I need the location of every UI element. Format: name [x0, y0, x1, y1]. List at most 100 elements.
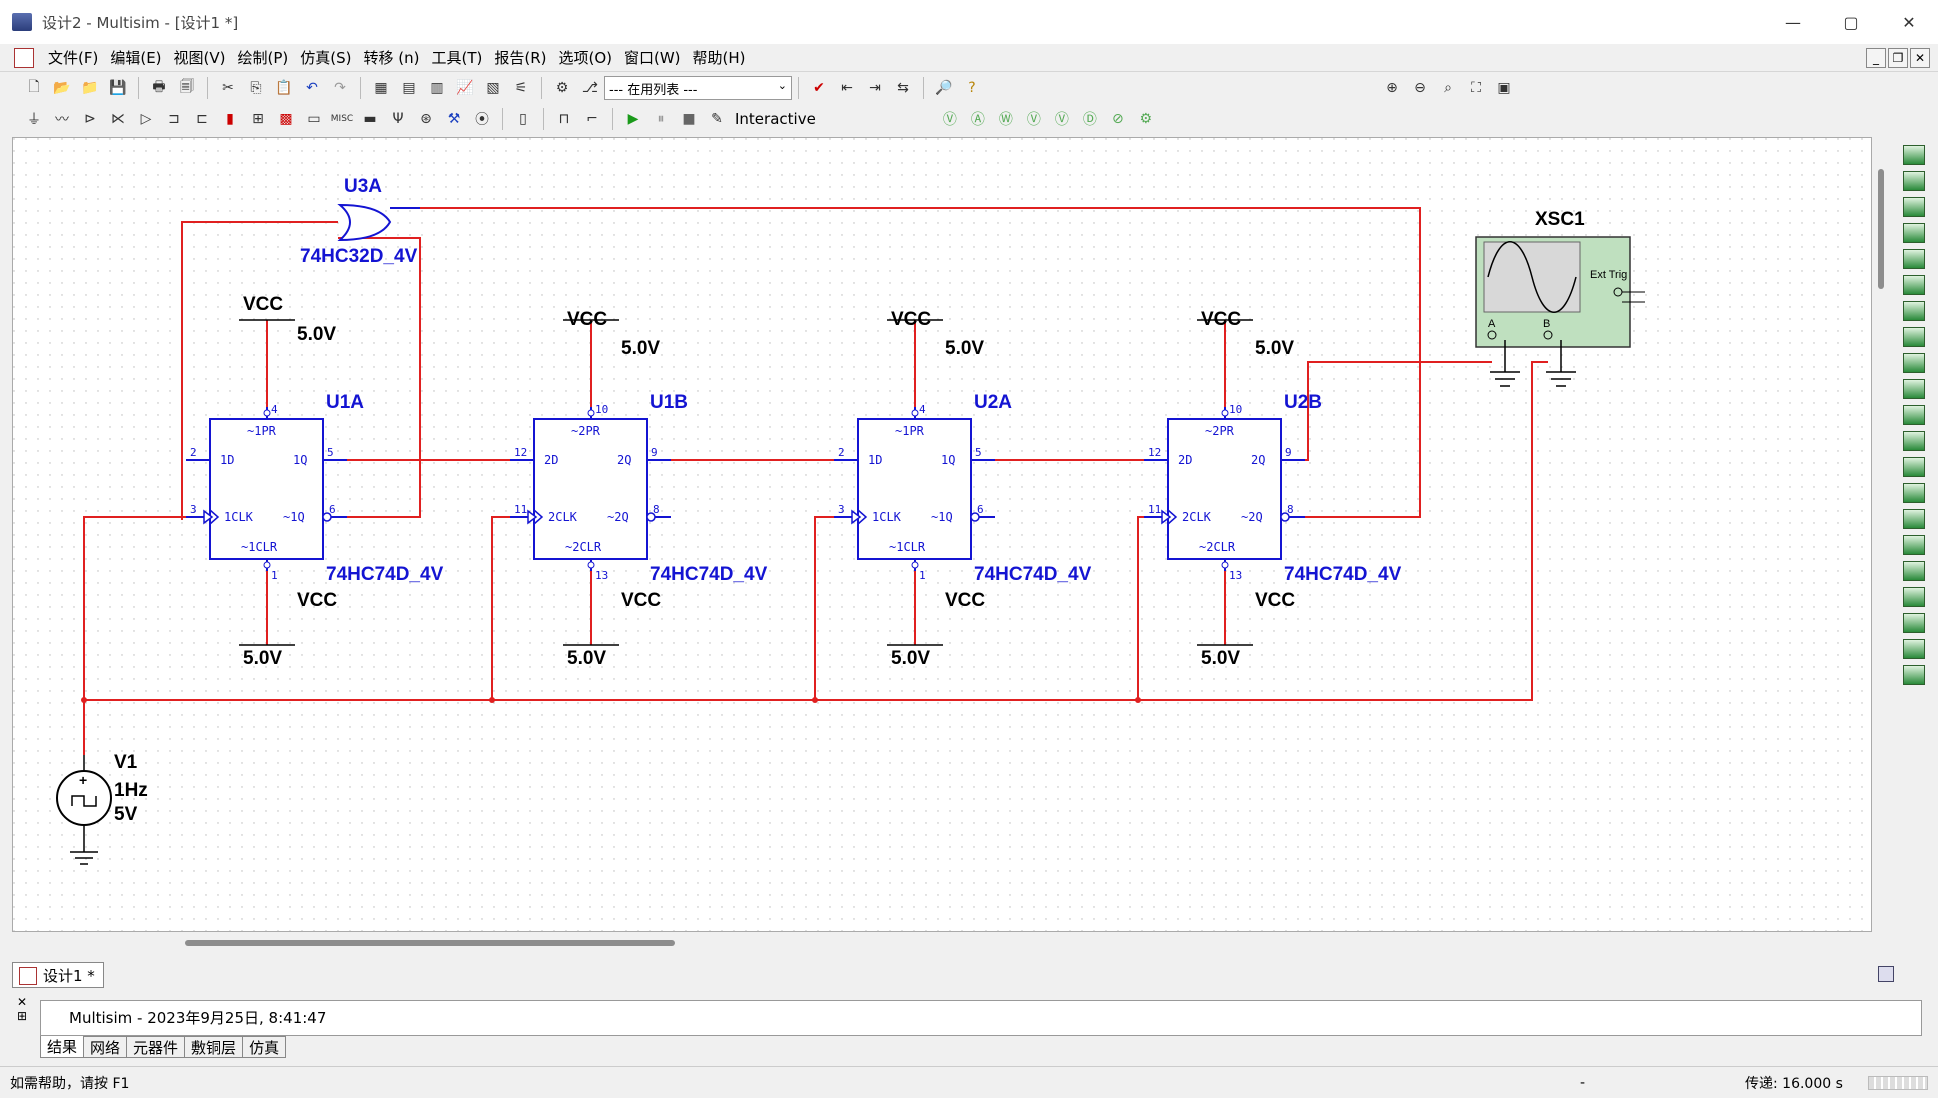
place-electromechanical-icon[interactable]: ⊛	[420, 111, 432, 127]
tab-list-icon[interactable]	[1878, 966, 1894, 982]
help-icon[interactable]: ?	[968, 80, 976, 96]
place-mixed-icon[interactable]: ⊞	[252, 111, 264, 127]
mdi-restore-button[interactable]: ❐	[1888, 48, 1908, 68]
print-preview-icon[interactable]: 🗐	[180, 79, 194, 95]
minimize-button[interactable]: —	[1785, 12, 1801, 32]
menu-transfer[interactable]: 转移 (n)	[363, 49, 420, 67]
probe-current-icon[interactable]: Ⓐ	[970, 112, 985, 128]
forward-annotate-icon[interactable]: ⇥	[869, 80, 881, 96]
in-use-list-dropdown[interactable]: --- 在用列表 --- ⌄	[604, 76, 792, 100]
tab-copper-layers[interactable]: 敷铜层	[184, 1036, 244, 1058]
oscilloscope-icon[interactable]	[1903, 223, 1925, 243]
place-ni-icon[interactable]: ⚒	[447, 111, 461, 127]
place-cmos-icon[interactable]: ⊏	[196, 111, 208, 127]
iv-analyzer-icon[interactable]	[1903, 405, 1925, 425]
design-tab[interactable]: 设计1 *	[12, 962, 104, 988]
menu-view[interactable]: 视图(V)	[173, 49, 226, 67]
probe-icon[interactable]: ✔	[813, 80, 825, 96]
backannotate-icon[interactable]: ⇤	[841, 80, 853, 96]
interactive-label[interactable]: Interactive	[735, 110, 816, 128]
place-ttl-icon[interactable]: ⊐	[168, 111, 180, 127]
menu-simulate[interactable]: 仿真(S)	[300, 49, 352, 67]
clock-source-v1[interactable]: + V1 1Hz 5V	[56, 752, 148, 865]
find-examples-icon[interactable]: 🔎	[935, 80, 953, 96]
oscilloscope-xsc1[interactable]: XSC1 Ext Trig A B	[1475, 209, 1645, 387]
wattmeter-icon[interactable]	[1903, 197, 1925, 217]
panel-close-icon[interactable]: ✕	[16, 995, 28, 1009]
tab-components[interactable]: 元器件	[126, 1036, 186, 1058]
panel-pin-icon[interactable]: ⊞	[16, 1009, 28, 1023]
tab-results[interactable]: 结果	[40, 1036, 85, 1058]
probe-reference-icon[interactable]: Ⓥ	[1054, 112, 1069, 128]
ni-elvis-icon[interactable]	[1903, 639, 1925, 659]
database-icon[interactable]: ▥	[430, 80, 444, 96]
mdi-close-button[interactable]: ✕	[1910, 48, 1930, 68]
place-hierarchical-block-icon[interactable]: ▯	[519, 111, 527, 127]
place-connector-icon[interactable]: ⦿	[475, 112, 489, 128]
or-gate-u3a[interactable]: U3A 74HC32D_4V	[300, 176, 420, 267]
function-generator-icon[interactable]	[1903, 171, 1925, 191]
cut-icon[interactable]: ✂	[222, 80, 234, 96]
place-transistor-icon[interactable]: ⋉	[111, 111, 125, 127]
place-rf-icon[interactable]: Ψ	[392, 111, 404, 127]
vertical-scroll-thumb[interactable]	[1878, 169, 1884, 289]
print-icon[interactable]: 🖶	[152, 79, 166, 95]
place-source-icon[interactable]: ⏚	[27, 112, 41, 128]
redo-icon[interactable]: ↷	[334, 80, 346, 96]
agilent-multimeter-icon[interactable]	[1903, 535, 1925, 555]
wire-u1a-qn-to-or[interactable]	[338, 237, 421, 518]
zoom-in-icon[interactable]: ⊕	[1386, 80, 1398, 96]
current-probe-icon[interactable]	[1903, 665, 1925, 685]
bode-plotter-icon[interactable]	[1903, 275, 1925, 295]
place-bus-icon[interactable]: ⊓	[558, 111, 570, 127]
probe-settings-icon[interactable]: ⚙	[1139, 111, 1153, 127]
zoom-out-icon[interactable]: ⊖	[1414, 80, 1426, 96]
menu-file[interactable]: 文件(F)	[48, 49, 99, 67]
vertical-scrollbar[interactable]	[1874, 137, 1890, 932]
place-power-icon[interactable]: ▭	[307, 111, 321, 127]
probe-voltage-icon[interactable]: Ⓥ	[942, 112, 957, 128]
agilent-function-generator-icon[interactable]	[1903, 509, 1925, 529]
zoom-area-icon[interactable]: ⌕	[1444, 80, 1452, 96]
wire-or-to-d1[interactable]	[181, 221, 338, 520]
place-junction-icon[interactable]: ⌐	[586, 111, 598, 127]
electrical-rules-icon[interactable]: ⚟	[514, 80, 528, 96]
probe-power-icon[interactable]: Ⓦ	[998, 112, 1013, 128]
probe-differential-voltage-icon[interactable]: Ⓥ	[1026, 112, 1041, 128]
new-file-icon[interactable]: 🗋	[28, 79, 40, 95]
mdi-minimize-button[interactable]: _	[1866, 48, 1886, 68]
multimeter-icon[interactable]	[1903, 145, 1925, 165]
undo-icon[interactable]: ↶	[306, 80, 318, 96]
tab-simulation[interactable]: 仿真	[242, 1036, 287, 1058]
place-misc-icon[interactable]: MISC	[330, 114, 354, 124]
transfer-icon[interactable]: ⇆	[897, 80, 909, 96]
menu-window[interactable]: 窗口(W)	[624, 49, 681, 67]
place-indicator-icon[interactable]: ▩	[279, 111, 293, 127]
tab-nets[interactable]: 网络	[83, 1036, 128, 1058]
menu-reports[interactable]: 报告(R)	[494, 49, 547, 67]
paste-icon[interactable]: 📋	[275, 80, 293, 96]
place-diode-icon[interactable]: ⊳	[84, 111, 96, 127]
zoom-fit-icon[interactable]: ⛶	[1471, 80, 1481, 96]
open-sample-icon[interactable]: 📁	[81, 80, 99, 96]
probe-reference-ground-icon[interactable]: ⊘	[1111, 111, 1124, 127]
spreadsheet-icon[interactable]: ▤	[402, 80, 416, 96]
hierarchy-icon[interactable]: ⎇	[581, 80, 599, 96]
four-channel-oscilloscope-icon[interactable]	[1903, 249, 1925, 269]
open-folder-icon[interactable]: 📂	[53, 80, 71, 96]
menu-options[interactable]: 选项(O)	[558, 49, 612, 67]
interactive-mode-icon[interactable]: ✎	[711, 111, 723, 127]
component-wizard-icon[interactable]: ⚙	[555, 80, 569, 96]
wire-clock-bus[interactable]	[83, 361, 1548, 755]
logic-converter-icon[interactable]	[1903, 353, 1925, 373]
menu-help[interactable]: 帮助(H)	[692, 49, 746, 67]
design-toolbox-icon[interactable]: ▦	[374, 80, 388, 96]
stop-simulation-icon[interactable]: ■	[682, 111, 696, 127]
wire-clk-u1a[interactable]	[83, 516, 202, 700]
place-analog-icon[interactable]: ▷	[140, 111, 152, 127]
horizontal-scroll-thumb[interactable]	[185, 940, 675, 946]
labview-instrument-icon[interactable]	[1903, 613, 1925, 633]
